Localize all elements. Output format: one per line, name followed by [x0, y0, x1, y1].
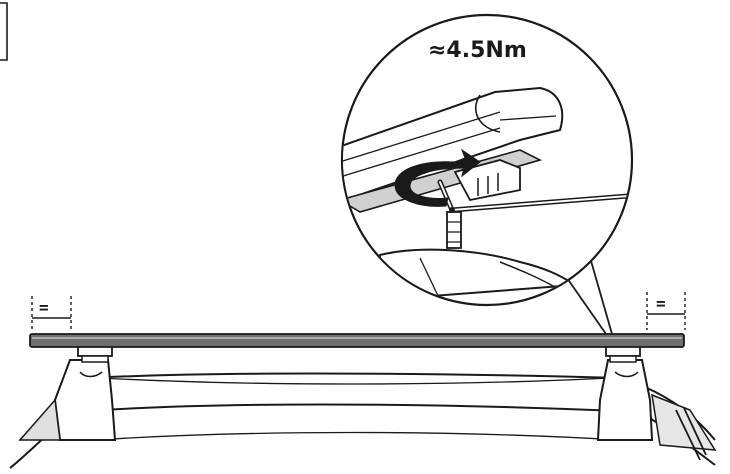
- detail-magnifier: [340, 13, 634, 307]
- right-equal-mark: =: [656, 294, 666, 313]
- hex-key-icon: [449, 207, 455, 213]
- left-equal-mark: =: [39, 298, 49, 317]
- right-foot: [596, 345, 717, 461]
- left-foot: [18, 345, 117, 441]
- left-distance-marker: [31, 296, 72, 330]
- rotation-arrow-icon: [394, 148, 481, 207]
- right-distance-marker: [646, 292, 686, 330]
- cross-bar: [29, 333, 685, 348]
- torque-value-label: ≈4.5Nm: [428, 38, 527, 63]
- step-frame-icon: [0, 2, 8, 61]
